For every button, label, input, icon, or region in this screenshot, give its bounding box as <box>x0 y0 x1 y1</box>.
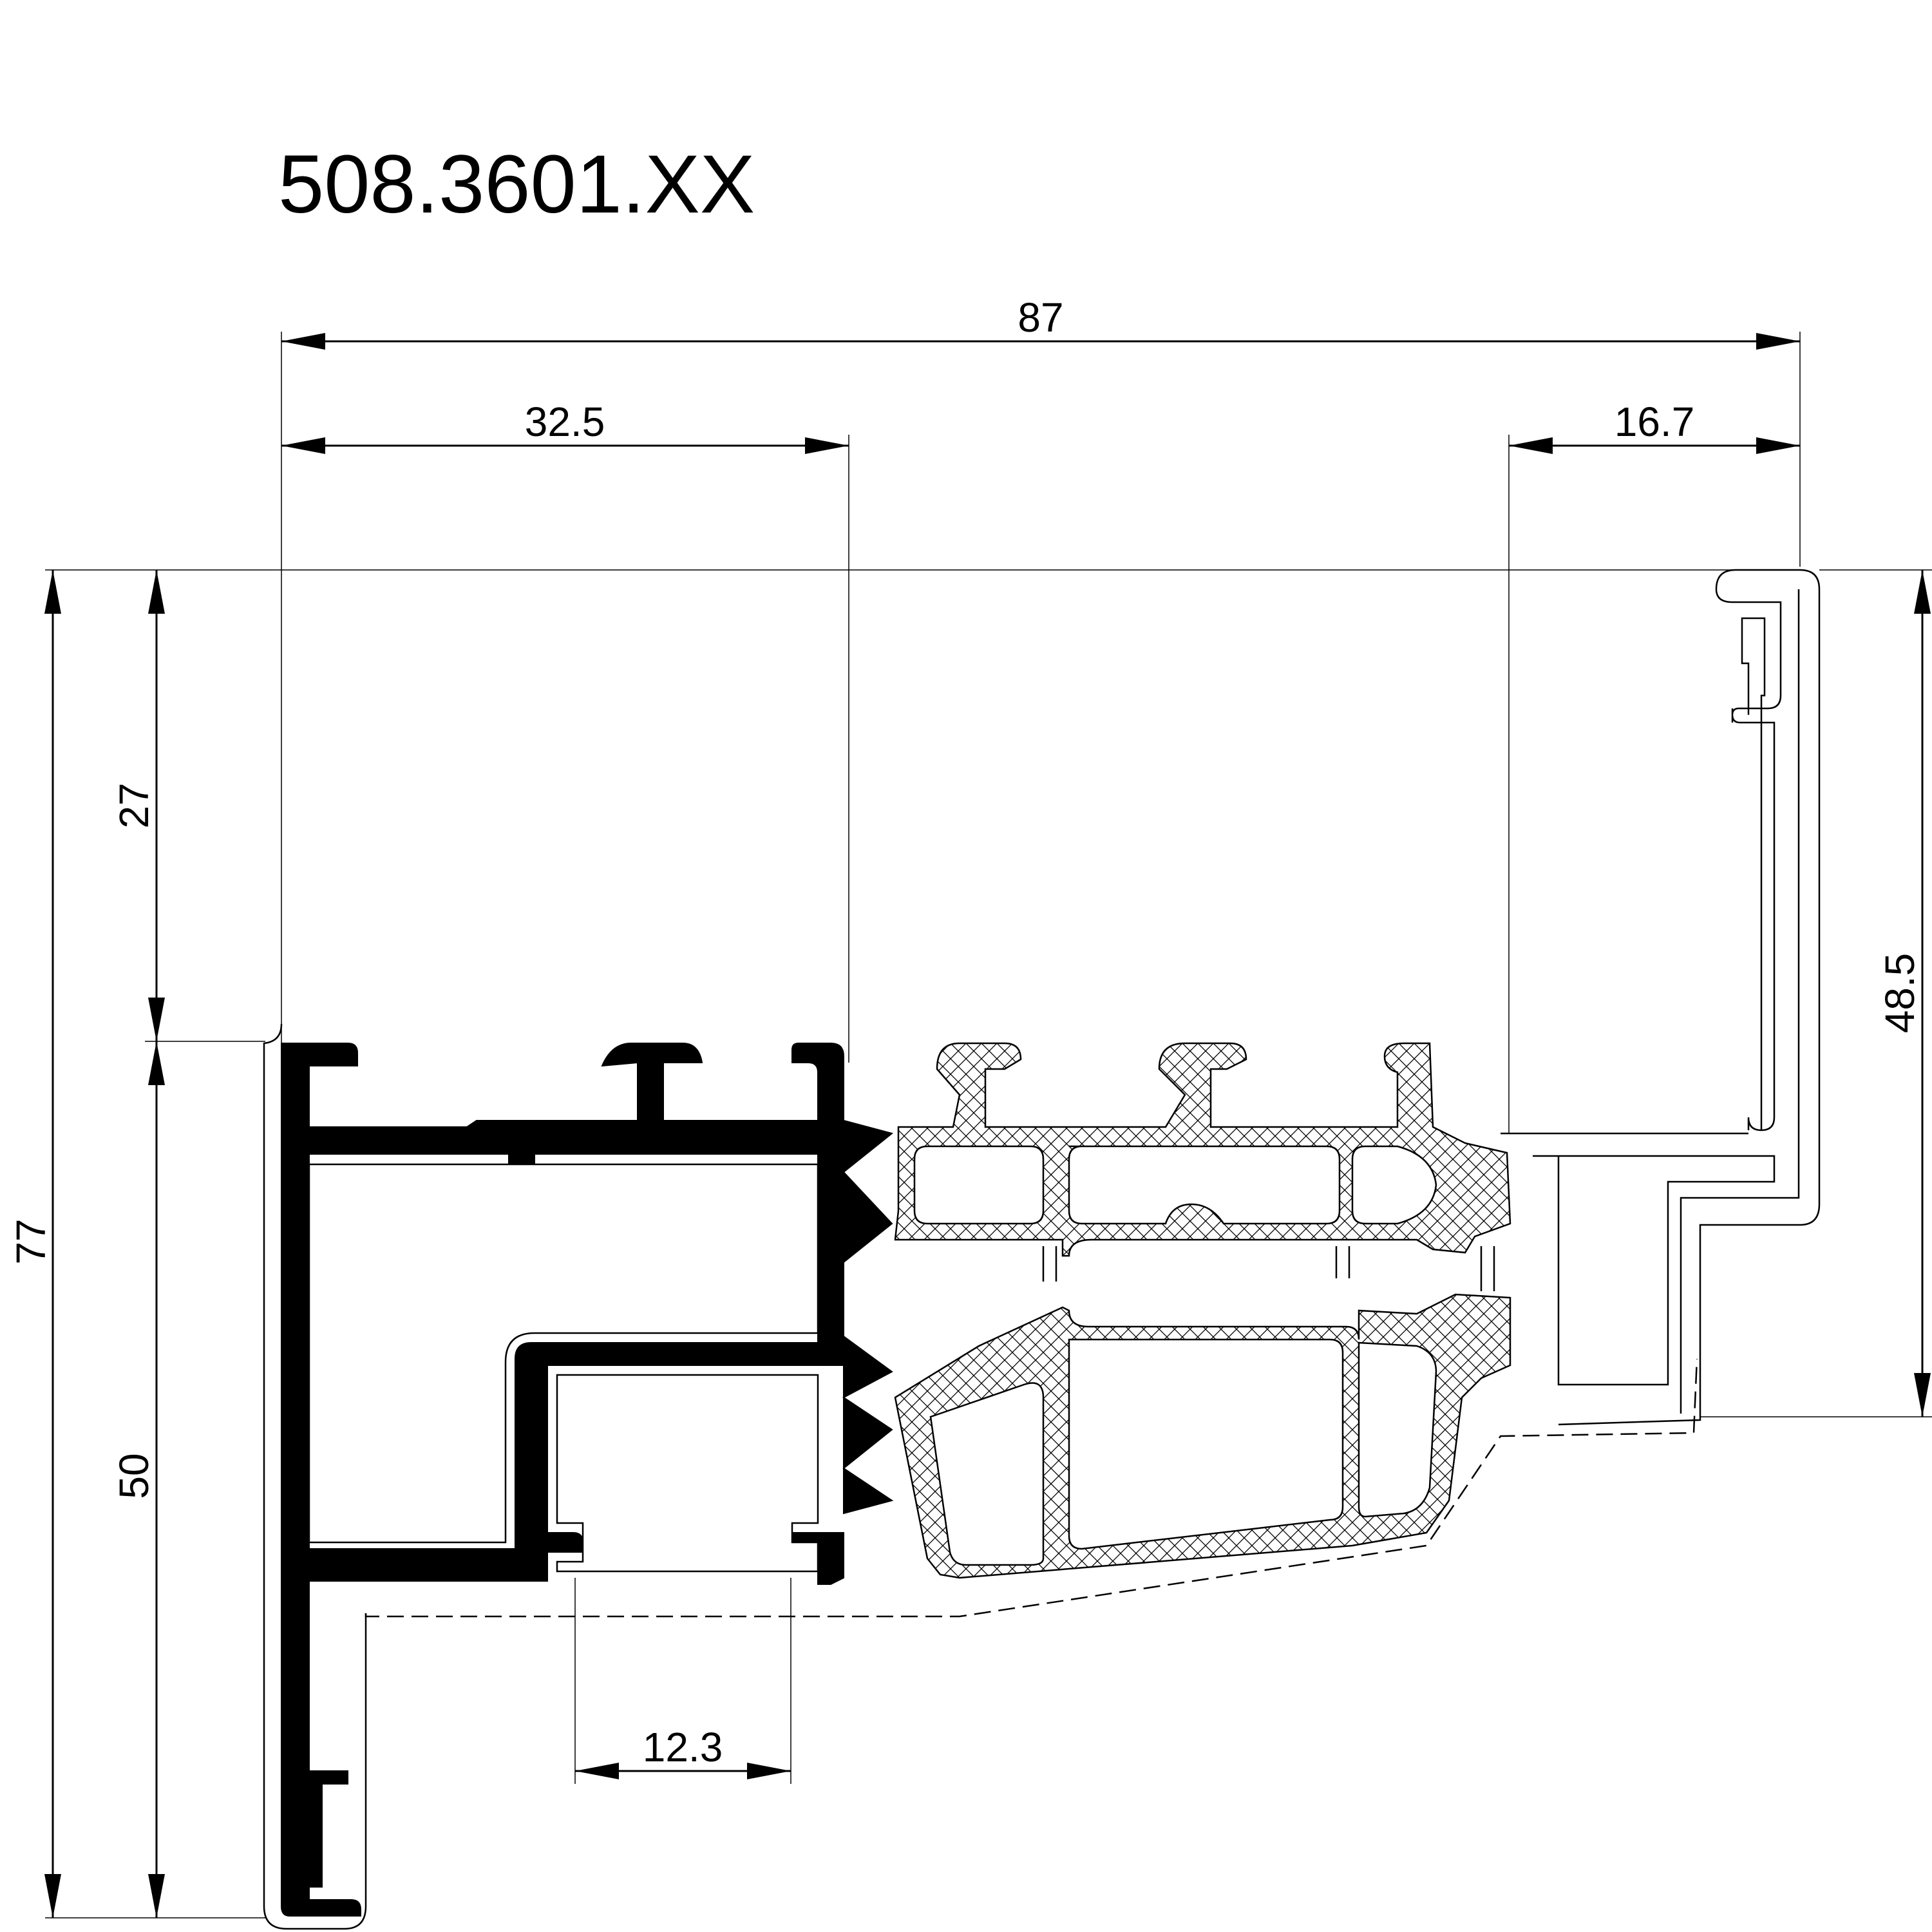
barrier-gap-lines <box>1042 1246 1495 1291</box>
dimension-left-width: 32.5 <box>281 399 849 1063</box>
dimension-right-height: 48.5 <box>1877 570 1931 1417</box>
thermal-barrier <box>894 1042 1511 1579</box>
dimension-overall-height: 77 <box>8 570 61 1918</box>
frame-chamber-main <box>308 1163 819 1544</box>
part-number: 508.3601.XX <box>278 138 755 231</box>
dimension-bottom-gap: 12.3 <box>574 1578 791 1784</box>
cover-profile-inner <box>1501 589 1800 1414</box>
dimension-right-width: 16.7 <box>1508 399 1800 1133</box>
frame-chamber-lower <box>556 1374 819 1573</box>
dimension-top-height: 27 <box>111 570 165 1041</box>
dimension-body-height: 50 <box>111 1041 165 1918</box>
dimension-overall-width: 87 <box>281 294 1801 1043</box>
dimension-label-overall-height: 77 <box>8 1218 54 1264</box>
dimension-label-right-height: 48.5 <box>1877 953 1923 1034</box>
frame-outline-left <box>263 1023 367 1930</box>
dimension-label-top-height: 27 <box>111 782 157 828</box>
dimension-label-body-height: 50 <box>111 1453 157 1499</box>
gasket-line <box>365 1358 1698 1618</box>
dimension-label-overall-width: 87 <box>1018 294 1063 341</box>
dimension-label-bottom-gap: 12.3 <box>643 1724 723 1770</box>
cover-profile-outline <box>1558 569 1821 1426</box>
dimension-label-right-width: 16.7 <box>1615 399 1695 445</box>
dimension-label-left-width: 32.5 <box>525 399 605 445</box>
